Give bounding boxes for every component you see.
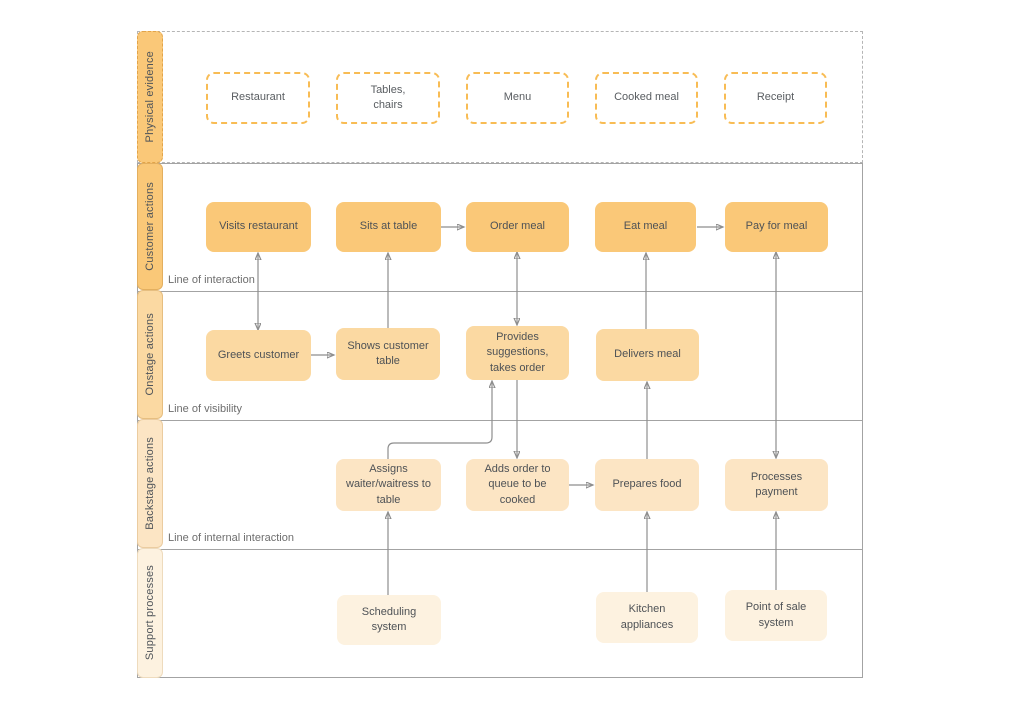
line-of-visibility-caption: Line of visibility xyxy=(168,403,242,415)
node-point-of-sale-system[interactable]: Point of sale system xyxy=(725,590,827,641)
node-receipt[interactable]: Receipt xyxy=(724,72,827,124)
node-kitchen-appliances[interactable]: Kitchen appliances xyxy=(596,592,698,643)
node-order-meal[interactable]: Order meal xyxy=(466,202,569,252)
node-tables-chairs[interactable]: Tables, chairs xyxy=(336,72,440,124)
lane-label-onstage-actions[interactable]: Onstage actions xyxy=(137,290,163,419)
node-menu[interactable]: Menu xyxy=(466,72,569,124)
lane-label-backstage-actions[interactable]: Backstage actions xyxy=(137,419,163,548)
lane-label-physical-evidence[interactable]: Physical evidence xyxy=(137,31,163,163)
lane-label-text: Physical evidence xyxy=(144,51,156,143)
node-shows-customer-table[interactable]: Shows customer table xyxy=(336,328,440,380)
lane-label-text: Onstage actions xyxy=(144,313,156,396)
node-scheduling-system[interactable]: Scheduling system xyxy=(337,595,441,645)
lane-label-customer-actions[interactable]: Customer actions xyxy=(137,163,163,290)
line-of-interaction-border xyxy=(138,291,862,292)
node-delivers-meal[interactable]: Delivers meal xyxy=(596,329,699,381)
node-assigns-waiter[interactable]: Assigns waiter/waitress to table xyxy=(336,459,441,511)
line-of-visibility-border xyxy=(138,420,862,421)
lane-label-support-processes[interactable]: Support processes xyxy=(137,548,163,678)
line-of-internal-interaction-border xyxy=(138,549,862,550)
node-greets-customer[interactable]: Greets customer xyxy=(206,330,311,381)
node-sits-at-table[interactable]: Sits at table xyxy=(336,202,441,252)
node-cooked-meal[interactable]: Cooked meal xyxy=(595,72,698,124)
node-eat-meal[interactable]: Eat meal xyxy=(595,202,696,252)
node-adds-order-queue[interactable]: Adds order to queue to be cooked xyxy=(466,459,569,511)
node-restaurant[interactable]: Restaurant xyxy=(206,72,310,124)
node-provides-suggestions[interactable]: Provides suggestions, takes order xyxy=(466,326,569,380)
node-pay-for-meal[interactable]: Pay for meal xyxy=(725,202,828,252)
line-of-internal-interaction-caption: Line of internal interaction xyxy=(168,532,294,544)
line-of-interaction-caption: Line of interaction xyxy=(168,274,255,286)
node-prepares-food[interactable]: Prepares food xyxy=(595,459,699,511)
node-processes-payment[interactable]: Processes payment xyxy=(725,459,828,511)
node-visits-restaurant[interactable]: Visits restaurant xyxy=(206,202,311,252)
lane-label-text: Customer actions xyxy=(144,182,156,271)
lane-label-text: Support processes xyxy=(144,565,156,661)
lane-label-text: Backstage actions xyxy=(144,437,156,530)
